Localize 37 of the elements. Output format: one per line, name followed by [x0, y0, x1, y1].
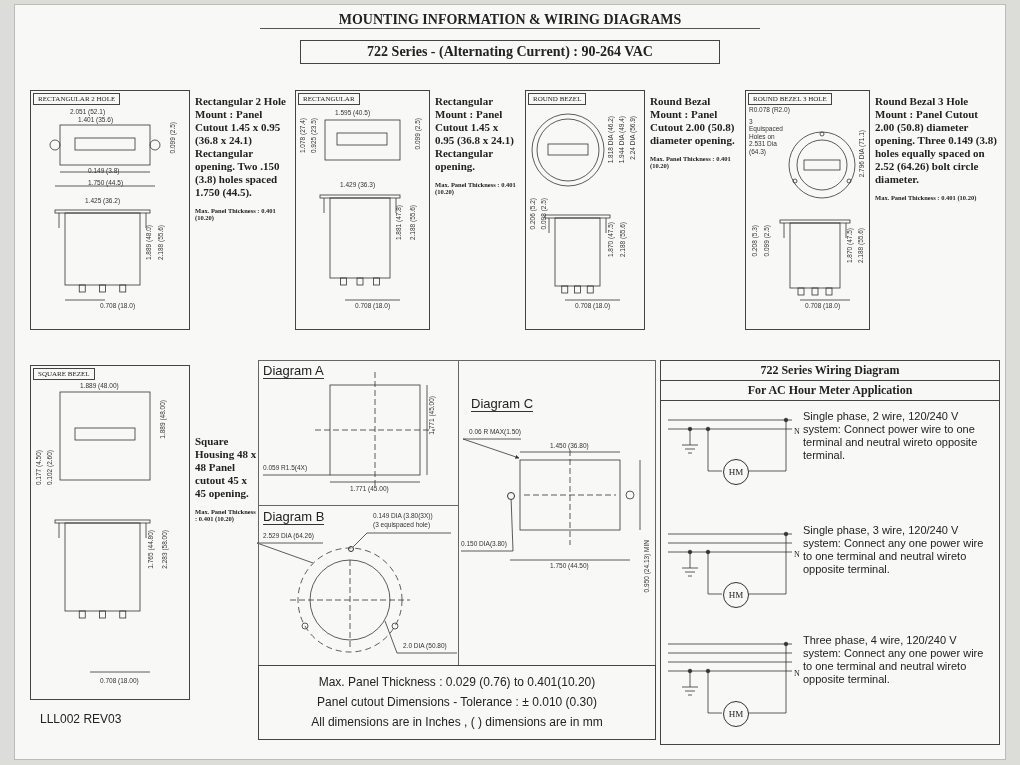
neutral-label: N — [794, 427, 800, 436]
leader-line — [384, 620, 458, 654]
diagram-heading: Diagram C — [471, 396, 534, 412]
banner-box — [300, 40, 720, 64]
diagram-heading: Diagram A — [263, 363, 324, 379]
wiring-note: Single phase, 3 wire, 120/240 V system: Connect any one power wire to one terminal and neutral wireto opposite terminal. — [803, 524, 985, 576]
document-code: LLL002 REV03 — [40, 712, 122, 726]
leader-line — [460, 499, 514, 552]
note-text: Panel cutout Dimensions - Tolerance : ± 0.010 (0.30) — [317, 694, 597, 711]
panel-frame — [745, 90, 870, 330]
description-text: Rectangular Mount : Panel Cutout 1.45 x 0.95 (36.8 x 24.1) Rectangular opening. — [435, 95, 515, 173]
leader-line — [262, 474, 331, 476]
neutral-label: N — [794, 669, 800, 678]
panel-frame — [295, 90, 430, 330]
diagram-panel — [258, 360, 459, 506]
description-text: Rectangular 2 Hole Mount : Panel Cutout 1.45 x 0.95 (36.8 x 24.1) Rectangular opening. Two .150 (3.8) holes spaced 1.750 (44.5). — [195, 95, 287, 199]
panel-frame — [30, 90, 190, 330]
wiring-panel — [660, 360, 1000, 745]
title: MOUNTING INFORMATION & WIRING DIAGRAMS — [260, 12, 760, 29]
panel-frame — [30, 365, 190, 700]
panel-heading: For AC Hour Meter Application — [661, 381, 999, 401]
diagram-panel — [458, 360, 656, 666]
leader-line — [352, 532, 452, 548]
banner-title: 722 Series - (Alternating Current) : 90-264 VAC — [367, 44, 653, 59]
note-text: All dimensions are in Inches , ( ) dimensions are in mm — [311, 714, 603, 731]
diagram-heading: Diagram B — [263, 509, 325, 525]
panel-heading: 722 Series Wiring Diagram — [661, 361, 999, 381]
description-text: Round Bezal Mount : Panel Cutout 2.00 (50.8) diameter opening. — [650, 95, 736, 147]
notes-frame — [258, 665, 656, 740]
neutral-label: N — [794, 550, 800, 559]
wiring-note: Single phase, 2 wire, 120/240 V system: Connect power wire to one terminal and neutral wireto opposite terminal. — [803, 410, 979, 462]
leader-line — [256, 542, 324, 564]
description-text: Square Housing 48 x 48 Panel cutout 45 x 45 opening. — [195, 435, 257, 500]
note-text: Max. Panel Thickness : 0.029 (0.76) to 0.401(10.20) — [318, 674, 596, 691]
description-text: Round Bezal 3 Hole Mount : Panel Cutout 2.00 (50.8) diameter opening. Three 0.149 (3.8) holes equally spaced on 2.52 (64.26) bolt circle diameter. — [875, 95, 997, 186]
panel-frame — [525, 90, 645, 330]
wiring-note: Three phase, 4 wire, 120/240 V system: Connect any one power wire to one terminal and neutral wireto opposite terminal. — [803, 634, 985, 686]
